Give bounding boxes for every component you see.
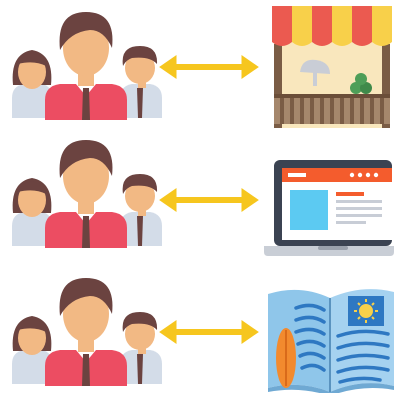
- market-stall-icon: [272, 6, 392, 128]
- row-market-graphics: [12, 6, 392, 128]
- row-magazine-graphics: [12, 278, 394, 393]
- row-laptop: [0, 134, 394, 256]
- row-magazine: [0, 268, 394, 393]
- double-arrow-icon: [159, 320, 259, 344]
- open-magazine-icon: [268, 289, 394, 393]
- laptop-website-icon: [264, 160, 394, 256]
- double-arrow-icon: [159, 188, 259, 212]
- people-group-icon: [12, 12, 162, 120]
- people-group-icon: [12, 278, 162, 386]
- row-laptop-graphics: [12, 140, 394, 256]
- row-market: [0, 0, 394, 128]
- people-group-icon: [12, 140, 162, 248]
- double-arrow-icon: [159, 55, 259, 79]
